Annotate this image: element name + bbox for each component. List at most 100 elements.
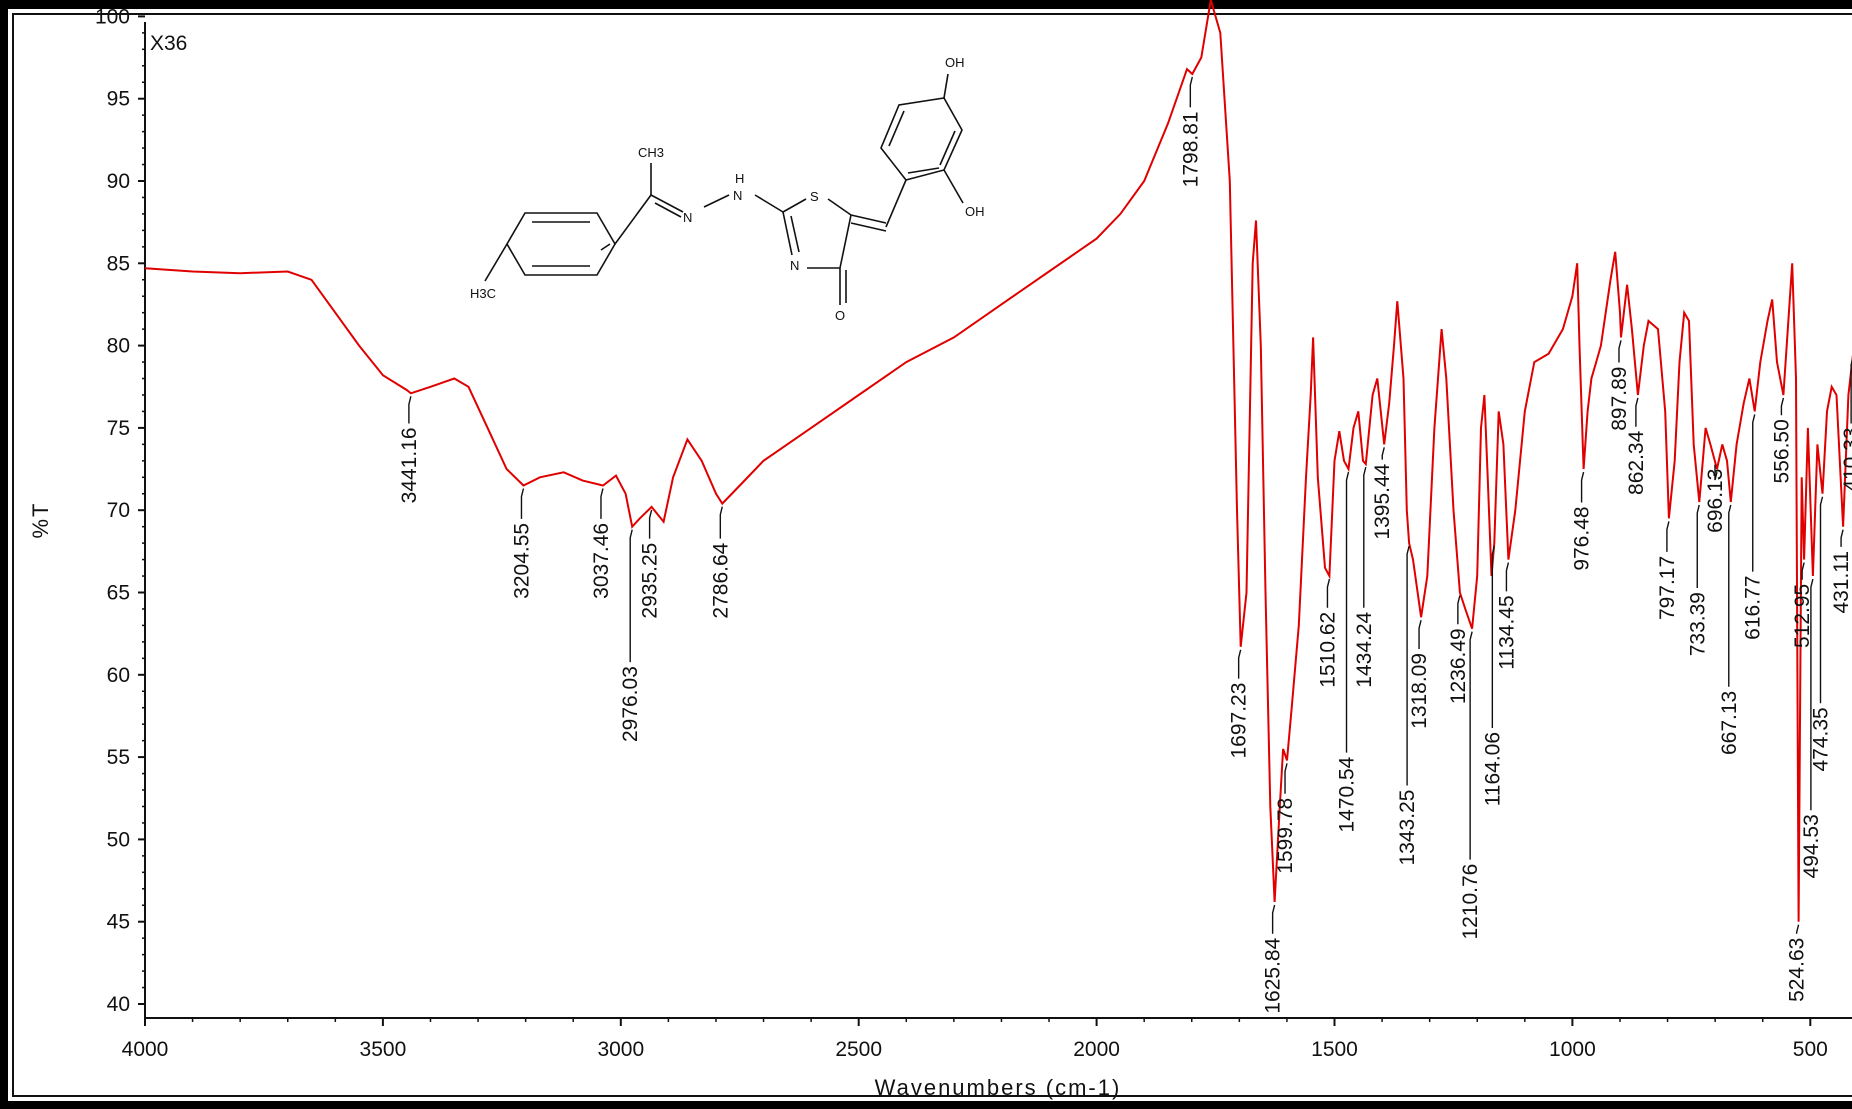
x-tick-label: 500 <box>1793 1038 1828 1061</box>
peak-label: 1470.54 <box>1336 756 1359 832</box>
peak-leader-line <box>1728 504 1732 687</box>
peak-leader-line <box>1810 578 1814 811</box>
peak-label: 1236.49 <box>1447 628 1470 704</box>
peak-label: 1697.23 <box>1228 683 1251 759</box>
peak-label: 1395.44 <box>1371 463 1394 539</box>
peak-label: 797.17 <box>1656 556 1679 620</box>
peak-leader-line <box>1752 414 1756 572</box>
peak-label: 1798.81 <box>1179 111 1202 187</box>
peak-label: 431.11 <box>1830 551 1852 614</box>
peak-leader-line <box>648 509 653 539</box>
mol-n-ring: N <box>790 258 799 273</box>
peak-leader-line <box>1840 529 1844 547</box>
x-tick-label: 2000 <box>1073 1038 1120 1061</box>
peak-label: 976.48 <box>1571 506 1594 570</box>
peak-label: 494.53 <box>1800 814 1823 878</box>
peak-leader-line <box>1189 76 1194 108</box>
peak-label: 1343.25 <box>1396 790 1419 866</box>
peak-leader-line <box>1271 904 1276 934</box>
mol-nh-h: H <box>735 171 744 186</box>
peak-leader-line <box>1696 504 1700 589</box>
peak-leader-line <box>1418 620 1422 649</box>
y-tick-label: 85 <box>107 252 130 275</box>
frame-bottom <box>0 1101 1852 1109</box>
peak-leader-line <box>1326 578 1331 608</box>
peak-label: 1210.76 <box>1459 864 1482 940</box>
mol-oh-top: OH <box>945 55 965 70</box>
peak-leader-line <box>1237 649 1242 679</box>
peak-label: 1164.06 <box>1481 732 1504 806</box>
peak-label: 733.39 <box>1686 592 1709 656</box>
y-tick-label: 95 <box>107 88 130 111</box>
peak-label: 897.89 <box>1608 367 1631 431</box>
peak-label: 474.35 <box>1810 707 1833 771</box>
y-axis-title: %T <box>28 502 53 539</box>
peak-leader-line <box>1284 763 1288 794</box>
y-tick-label: 60 <box>107 664 130 687</box>
peak-leader-line <box>1363 466 1367 608</box>
y-tick-label: 75 <box>107 417 130 440</box>
peak-label: 1510.62 <box>1316 612 1339 688</box>
peak-leader-line <box>1714 464 1718 481</box>
peak-label: 2976.03 <box>619 666 642 742</box>
x-tick-label: 4000 <box>122 1038 169 1061</box>
y-tick-label: 90 <box>107 170 130 193</box>
y-tick-label: 45 <box>107 911 130 934</box>
y-tick-label: 100 <box>95 5 130 28</box>
peak-leader-line <box>1780 397 1785 416</box>
y-tick-label: 50 <box>107 828 130 851</box>
peak-label: 3204.55 <box>510 523 533 599</box>
peak-leader-line <box>1406 545 1410 786</box>
peak-leader-line <box>1850 358 1852 424</box>
molecule-structure <box>484 73 964 305</box>
peak-label: 2935.25 <box>639 543 662 619</box>
peak-label: 3441.16 <box>398 427 421 503</box>
peak-label: 696.13 <box>1704 469 1727 533</box>
x-axis-title: Wavenumbers (cm-1) <box>875 1075 1122 1100</box>
peak-label: 3037.46 <box>590 523 613 599</box>
peak-label: 410.33 <box>1840 427 1852 491</box>
peak-label: 524.63 <box>1786 938 1809 1002</box>
peak-label: 1599.78 <box>1274 798 1297 874</box>
peak-leader-line <box>1819 496 1824 704</box>
peak-leader-line <box>1505 562 1510 592</box>
peak-label: 616.77 <box>1742 576 1765 640</box>
peak-leader-line <box>1457 595 1461 625</box>
mol-h3c: H3C <box>470 286 496 301</box>
peak-leader-line <box>1469 631 1473 860</box>
peak-leader-line <box>1795 924 1800 934</box>
x-tick-label: 3000 <box>597 1038 644 1061</box>
peak-leader-line <box>1491 545 1496 728</box>
peak-leader-line <box>1801 562 1805 580</box>
peak-leader-line <box>1381 447 1385 460</box>
peak-leader-line <box>719 506 723 539</box>
peak-label: 667.13 <box>1718 691 1741 755</box>
x-tick-label: 1000 <box>1549 1038 1596 1061</box>
x-tick-label: 1500 <box>1311 1038 1358 1061</box>
mol-n-imine: N <box>683 210 692 225</box>
x-axis-ticks: 4000 3500 3000 2500 2000 1500 1000 500 <box>122 1018 1828 1061</box>
y-tick-label: 55 <box>107 746 130 769</box>
mol-s: S <box>810 189 819 204</box>
peak-leader-line <box>1345 471 1350 753</box>
peak-leader-line <box>408 396 412 424</box>
frame-left <box>0 0 8 1109</box>
molecule-labels: OH OH CH3 H3C N N H S N O <box>470 55 985 323</box>
frame-inner-border <box>12 13 1852 1097</box>
peak-leader-line <box>1666 521 1670 552</box>
mol-nh-n: N <box>733 188 742 203</box>
x-tick-label: 3500 <box>360 1038 407 1061</box>
peak-label: 512.95 <box>1791 584 1814 648</box>
mol-ch3: CH3 <box>638 145 664 160</box>
scale-annotation: X36 <box>150 32 187 55</box>
peak-label: 556.50 <box>1770 419 1793 483</box>
peak-label: 862.34 <box>1625 430 1648 495</box>
peak-leader-line <box>1635 397 1639 427</box>
frame-top <box>0 0 1852 9</box>
y-tick-label: 40 <box>107 993 130 1016</box>
x-tick-label: 2500 <box>835 1038 882 1061</box>
peak-leader-line <box>520 488 525 519</box>
